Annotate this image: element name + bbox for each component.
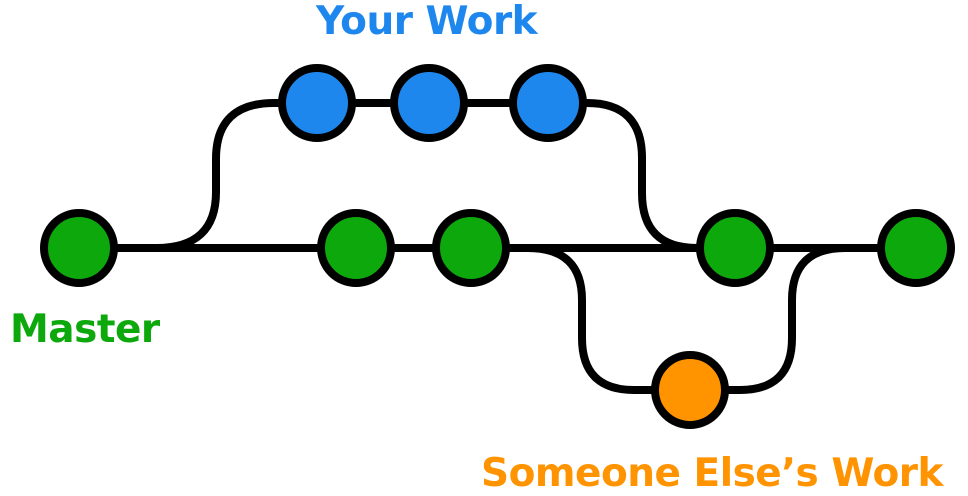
your-work-commit-2 [390,64,468,142]
edge-someone-else-branch-out [524,244,656,394]
edge-your-work-merge-in [583,99,701,252]
someone-else-commit-1 [651,351,729,429]
edge-your-work-branch-out [152,99,278,252]
your-work-commit-3 [509,64,587,142]
master-commit-5 [877,209,955,287]
master-merge-commit [696,209,774,287]
your-work-commit-1 [278,64,356,142]
label-someone-elses-work: Someone Else’s Work [481,451,943,496]
label-master: Master [10,307,160,352]
label-your-work: Your Work [316,0,538,44]
edge-someone-else-merge-in [724,244,849,394]
master-commit-3 [432,209,510,287]
master-commit-1 [40,209,118,287]
master-commit-2 [317,209,395,287]
